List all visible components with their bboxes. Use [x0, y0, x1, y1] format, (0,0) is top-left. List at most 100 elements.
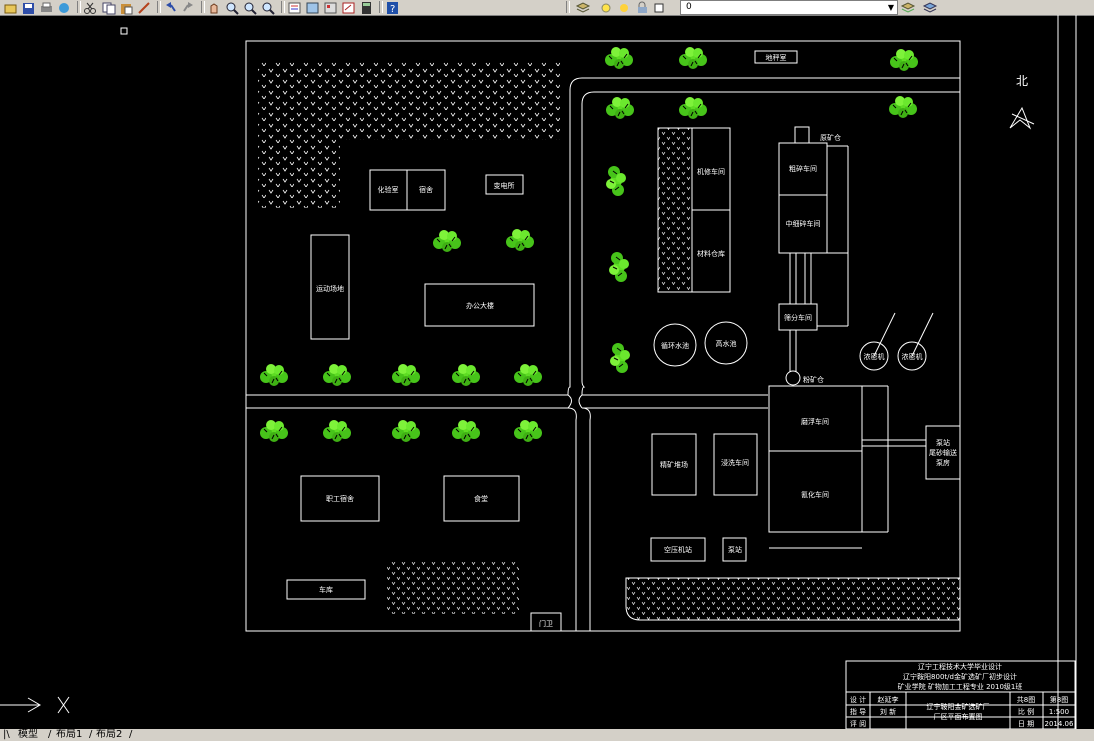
label-guard: 门卫	[539, 619, 553, 628]
label-leaching: 浸洗车间	[721, 458, 749, 467]
label-staff-dorm: 职工宿舍	[326, 494, 354, 503]
layer-on-icon[interactable]	[598, 0, 615, 14]
guard-house	[530, 612, 562, 632]
tab-layout2[interactable]: 布局2	[96, 729, 123, 740]
thickener-1	[859, 341, 889, 371]
tailings-pump-house	[925, 425, 961, 480]
layer-dropdown[interactable]: 0 ▼	[680, 0, 898, 15]
label-substation: 变电所	[494, 181, 515, 190]
help-icon[interactable]: ?	[384, 0, 401, 15]
markup-icon[interactable]	[340, 0, 357, 14]
cyanide-building	[768, 450, 863, 533]
calculator-icon[interactable]	[358, 0, 375, 14]
sheet-number: 第8图	[1050, 695, 1068, 704]
undo-icon[interactable]	[162, 0, 179, 14]
label-garage: 车库	[319, 585, 333, 594]
cut-icon[interactable]	[82, 0, 99, 14]
title-row-role: 设 计	[850, 695, 866, 704]
canteen	[443, 475, 520, 522]
tab-model[interactable]: 模型	[18, 729, 38, 740]
label-thickener-1: 浓密机	[864, 352, 885, 361]
label-air-compressor: 空压机站	[664, 545, 692, 554]
save-icon[interactable]	[20, 0, 37, 14]
north-arrow-icon: 北	[1009, 74, 1035, 130]
make-object-layer-current-icon[interactable]	[900, 0, 917, 14]
label-materials: 材料仓库	[697, 249, 725, 258]
thickener-2	[897, 341, 927, 371]
toolbar-separator	[566, 1, 570, 13]
label-circ-pool: 循环水池	[661, 341, 689, 350]
tab-scroll-marker[interactable]: |\	[3, 729, 10, 740]
lawn-area	[258, 62, 560, 208]
sports-field	[310, 234, 350, 340]
label-screening: 筛分车间	[784, 313, 812, 322]
zoom-window-icon[interactable]	[242, 0, 259, 15]
label-ore-bin: 原矿仓	[820, 133, 841, 142]
label-lab: 化验室	[378, 185, 399, 194]
title-line-3: 矿业学院 矿物加工工程专业 2010级1班	[898, 682, 1023, 691]
substation-building	[485, 174, 524, 195]
designcenter-icon[interactable]	[304, 0, 321, 14]
screening-building	[778, 303, 818, 331]
title-line-2: 辽宁鞍阳800t/d金矿选矿厂初步设计	[903, 672, 1017, 681]
label-weighbridge: 地秤室	[766, 53, 787, 62]
redo-icon[interactable]	[180, 0, 197, 14]
label-tailings-2: 尾砂输送	[929, 448, 957, 457]
zoom-realtime-icon[interactable]	[224, 0, 241, 15]
air-compressor-station	[650, 537, 706, 562]
mid-crush-building	[778, 194, 828, 254]
toolbar-separator	[281, 1, 285, 13]
print-icon[interactable]	[38, 0, 55, 14]
preview-icon[interactable]	[56, 0, 73, 14]
zoom-previous-icon[interactable]	[260, 0, 277, 15]
standard-toolbar: ? 0 ▼	[0, 0, 1094, 16]
layer-lock-icon[interactable]	[634, 0, 651, 14]
paste-icon[interactable]	[118, 0, 135, 15]
label-tailings-3: 泵房	[936, 458, 950, 467]
tab-layout1[interactable]: 布局1	[56, 729, 83, 740]
layer-manager-icon[interactable]	[575, 0, 592, 14]
title-row-name: 刘 新	[880, 707, 896, 716]
grip-marker	[120, 27, 128, 35]
label-cyanide: 氰化车间	[801, 490, 829, 499]
label-canteen: 食堂	[474, 494, 488, 503]
label-tailings-1: 泵站	[936, 438, 950, 447]
copy-icon[interactable]	[100, 0, 117, 15]
title-block	[845, 660, 1076, 729]
chevron-down-icon[interactable]: ▼	[887, 3, 894, 12]
label-office: 办公大楼	[466, 301, 494, 310]
circulation-pool	[653, 323, 697, 367]
lawn-area	[625, 577, 961, 621]
leaching-building	[713, 433, 758, 496]
layer-plot-icon[interactable]	[652, 0, 669, 14]
lawn-area	[387, 562, 519, 614]
label-thickener-2: 浓密机	[902, 352, 923, 361]
toolbar-separator	[201, 1, 205, 13]
toolbar-separator	[77, 1, 81, 13]
properties-icon[interactable]	[286, 0, 303, 14]
pan-icon[interactable]	[206, 0, 223, 14]
road-network	[246, 77, 960, 631]
svg-text:?: ?	[390, 4, 395, 15]
label-coarse-crush: 粗碎车间	[789, 164, 817, 173]
layer-dropdown-value: 0	[686, 2, 692, 12]
layer-previous-icon[interactable]	[922, 0, 939, 14]
staff-dorm	[300, 475, 380, 522]
layer-freeze-icon[interactable]	[616, 0, 633, 14]
open-icon[interactable]	[2, 0, 19, 14]
toolbar-separator	[157, 1, 161, 13]
garage	[286, 579, 366, 600]
tab-separator: /	[129, 729, 133, 740]
label-sports-field: 运动场地	[316, 284, 344, 293]
site-boundary	[245, 40, 961, 632]
label-grinding: 磨浮车间	[801, 417, 829, 426]
matchprop-icon[interactable]	[136, 0, 153, 14]
pump-station	[722, 537, 747, 562]
materials-warehouse	[691, 209, 731, 293]
date-value: 2014.06	[1045, 720, 1074, 728]
toolpalette-icon[interactable]	[322, 0, 339, 14]
label-pump-station: 泵站	[728, 545, 742, 554]
drawing-canvas[interactable]: 地秤室 化验室 宿舍 变电所 运动场地 办公大楼 机修车间 材料仓库 原矿仓 粗…	[0, 15, 1094, 729]
fine-ore-bin	[785, 370, 801, 386]
label-high-pool: 高水池	[716, 339, 737, 348]
